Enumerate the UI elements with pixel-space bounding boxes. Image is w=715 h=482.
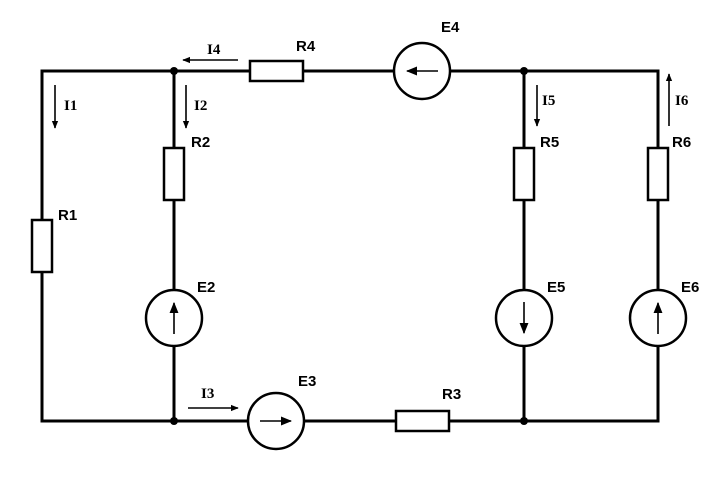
label-i4: I4: [207, 42, 221, 58]
label-i6: I6: [675, 93, 689, 109]
label-i2: I2: [194, 98, 207, 114]
label-r5: R5: [540, 134, 559, 151]
resistor-r2: [162, 146, 186, 202]
label-e5: E5: [547, 279, 565, 296]
source-e3: [246, 391, 306, 451]
junction-node: [520, 417, 528, 425]
label-r1: R1: [58, 207, 77, 224]
label-e3: E3: [298, 373, 316, 390]
junction-node: [520, 67, 528, 75]
label-i3: I3: [201, 386, 214, 402]
resistor-r5: [512, 146, 536, 202]
label-r3: R3: [442, 386, 461, 403]
junction-node: [170, 417, 178, 425]
resistor-r4: [248, 59, 305, 83]
label-e2: E2: [197, 279, 215, 296]
label-e6: E6: [681, 279, 699, 296]
label-r6: R6: [672, 134, 691, 151]
source-e5: [494, 288, 554, 348]
resistor-r3: [394, 409, 451, 433]
source-e6: [628, 288, 688, 348]
label-e4: E4: [441, 19, 460, 36]
source-e2: [144, 288, 204, 348]
label-r2: R2: [191, 134, 210, 151]
source-e4: [392, 41, 452, 101]
label-r4: R4: [296, 38, 316, 55]
wires: [40, 69, 660, 423]
junction-node: [170, 67, 178, 75]
label-i1: I1: [64, 98, 77, 114]
resistor-r6: [646, 146, 670, 202]
label-i5: I5: [542, 93, 555, 109]
resistor-r1: [30, 218, 54, 274]
